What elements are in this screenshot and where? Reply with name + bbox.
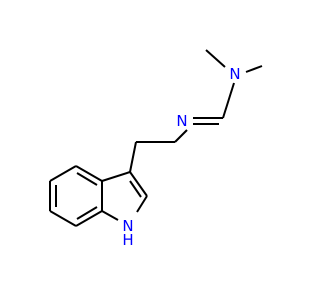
atom-label-amine-nitrogen: N (229, 65, 240, 83)
bond-c3a-c7a-inner (76, 206, 98, 220)
molecule-diagram: N H N N (49, 49, 263, 249)
bond-n-methyl-right (245, 65, 263, 73)
bond-n-methyl-left (205, 49, 226, 68)
bond-c3-c2-inner (129, 180, 142, 198)
bond-c3-ch2a (129, 141, 137, 173)
structure-canvas: N H N N (49, 49, 263, 249)
bond-c7a-c7 (49, 210, 77, 227)
bond-c5-c4 (75, 165, 103, 182)
atom-label-imine-nitrogen: N (176, 112, 187, 130)
bond-ch-n (222, 82, 235, 119)
bond-n1-c3a (101, 210, 119, 221)
bond-c4-c3 (101, 171, 131, 182)
bond-c2-n1 (136, 195, 148, 213)
atom-label-ring-hydrogen: H (122, 231, 133, 249)
bond-c3a-c7a (75, 210, 103, 227)
bond-c5-c4-inner (76, 172, 98, 186)
bond-c6-c5 (49, 165, 77, 182)
bond-c3-c2 (129, 171, 148, 197)
bond-ch2b-n (174, 129, 188, 143)
atom-label-ring-nitrogen: N (122, 217, 133, 235)
